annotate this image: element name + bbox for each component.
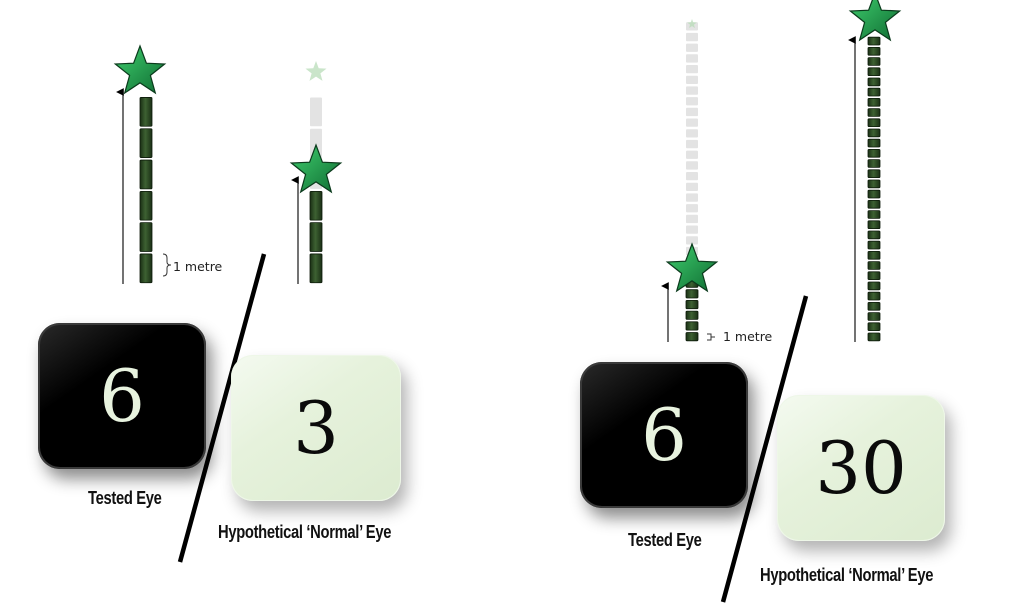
- tested-column-right-faded-segment: [686, 236, 698, 245]
- tested-column-left-segment: [139, 159, 153, 190]
- tested-eye-tile-left: 6: [38, 323, 206, 469]
- normal-column-right-segment: [867, 57, 881, 66]
- tested-column-right-faded-segment: [686, 86, 698, 95]
- divider-line-right: [720, 295, 809, 603]
- normal-column-right-segment: [867, 47, 881, 56]
- tested-column-right-faded-segment: [686, 118, 698, 127]
- tested-column-right-faded-segment: [686, 214, 698, 224]
- normal-column-right-segment: [867, 189, 881, 199]
- tested-eye-label-right: Tested Eye: [628, 530, 702, 550]
- tested-column-left-segment: [139, 97, 153, 127]
- normal-column-right-segment: [867, 77, 881, 87]
- divider-line-left: [177, 253, 267, 563]
- normal-column-right-segment: [867, 271, 881, 280]
- normal-column-right-segment: [867, 240, 881, 250]
- tested-column-right-segment: [685, 321, 699, 331]
- tested-column-right-faded-segment: [686, 150, 698, 159]
- tested-column-right-faded-segment: [686, 204, 698, 213]
- normal-star-faded-left: [305, 61, 327, 81]
- normal-column-right-segment: [867, 230, 881, 240]
- metre-brace-right: [707, 333, 715, 341]
- normal-column-right-segment: [867, 291, 881, 301]
- tested-value-left: 6: [99, 354, 145, 438]
- tested-eye-tile-right: 6: [580, 362, 748, 508]
- tested-column-left-segment: [139, 253, 153, 284]
- normal-column-left-segment: [309, 222, 323, 252]
- normal-value-right: 30: [815, 426, 907, 510]
- metre-brace-left: [162, 253, 172, 277]
- tested-column-right-faded-segment: [686, 129, 698, 138]
- tested-column-right-faded-segment: [686, 75, 698, 84]
- normal-column-right-segment: [867, 210, 881, 219]
- normal-star-right: [848, 0, 902, 42]
- tested-column-right-faded-segment: [686, 107, 698, 117]
- normal-column-right-segment: [867, 301, 881, 311]
- tested-star-right: [665, 242, 719, 293]
- tested-column-right-faded-segment: [686, 65, 698, 74]
- normal-star-left: [289, 143, 343, 194]
- tested-column-left-segment: [139, 222, 153, 252]
- normal-column-right-segment: [867, 250, 881, 260]
- normal-eye-label-right: Hypothetical ‘Normal’ Eye: [760, 565, 934, 585]
- normal-column-right-segment: [867, 128, 881, 138]
- tested-star-faded-right: [687, 19, 697, 28]
- normal-eye-label-left: Hypothetical ‘Normal’ Eye: [218, 522, 392, 542]
- normal-column-right-segment: [867, 159, 881, 168]
- tested-column-right-faded-segment: [686, 32, 698, 42]
- tested-column-right-faded-segment: [686, 22, 698, 31]
- tested-value-right: 6: [641, 393, 687, 477]
- metre-label-right: 1 metre: [723, 329, 773, 344]
- tested-column-right-faded-segment: [686, 161, 698, 170]
- tested-column-right-segment: [685, 299, 699, 310]
- normal-column-left-segment: [309, 190, 323, 221]
- normal-column-right-segment: [867, 98, 881, 107]
- normal-column-right-segment: [867, 148, 881, 158]
- normal-column-right-segment: [867, 118, 881, 128]
- tested-column-right-segment: [685, 289, 699, 299]
- normal-column-right-segment: [867, 220, 881, 230]
- tested-column-right-segment: [685, 310, 699, 320]
- tested-column-right-faded-segment: [686, 225, 698, 234]
- normal-eye-tile-left: 3: [231, 355, 401, 501]
- tested-column-right-faded-segment: [686, 182, 698, 191]
- tested-column-right-segment: [685, 332, 699, 342]
- normal-value-left: 3: [293, 386, 339, 470]
- normal-column-right-segment: [867, 332, 881, 342]
- normal-column-right-segment: [867, 281, 881, 291]
- normal-column-right-segment: [867, 87, 881, 97]
- normal-column-left-faded-segment: [310, 97, 322, 127]
- normal-column-right-segment: [867, 36, 881, 46]
- tested-column-right-faded-segment: [686, 193, 698, 202]
- tested-column-right-faded-segment: [686, 172, 698, 181]
- normal-column-right-segment: [867, 322, 881, 331]
- tested-column-right-faded-segment: [686, 97, 698, 106]
- normal-column-right-segment: [867, 169, 881, 179]
- normal-column-right-segment: [867, 67, 881, 77]
- normal-eye-tile-right: 30: [777, 395, 945, 541]
- tested-eye-label-left: Tested Eye: [88, 488, 162, 508]
- normal-column-left-faded-segment: [310, 128, 322, 158]
- normal-column-left-segment: [309, 253, 323, 284]
- normal-column-right-segment: [867, 312, 881, 321]
- tested-column-right-faded-segment: [686, 54, 698, 63]
- metre-label-left: 1 metre: [173, 259, 223, 274]
- normal-column-right-segment: [867, 179, 881, 189]
- normal-column-right-segment: [867, 261, 881, 270]
- tested-column-left-segment: [139, 190, 153, 221]
- normal-column-right-segment: [867, 199, 881, 209]
- normal-column-right-segment: [867, 108, 881, 117]
- tested-column-left-segment: [139, 128, 153, 158]
- tested-star-left: [113, 44, 167, 95]
- tested-column-right-faded-segment: [686, 43, 698, 52]
- normal-column-right-segment: [867, 138, 881, 148]
- tested-column-right-faded-segment: [686, 139, 698, 149]
